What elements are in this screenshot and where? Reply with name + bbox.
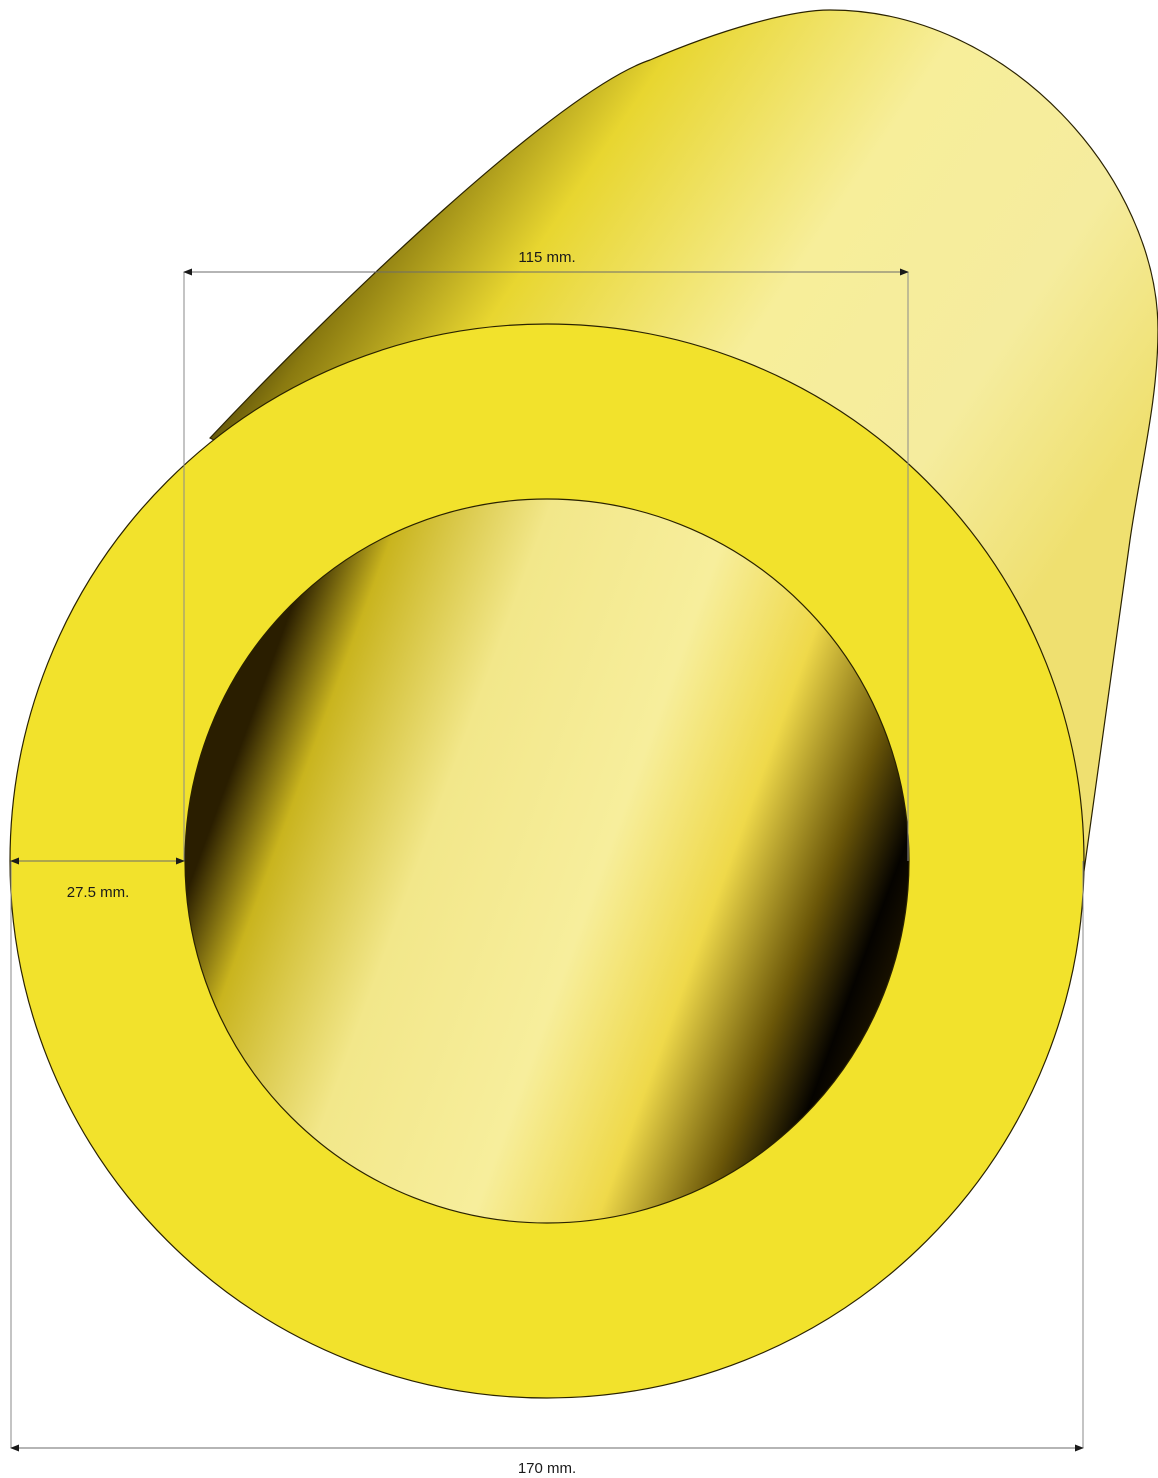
- wall-thickness-label: 27.5 mm.: [67, 884, 130, 901]
- inner-bore: [184, 498, 910, 1224]
- outer-diameter-label: 170 mm.: [518, 1460, 576, 1477]
- inner-diameter-label: 115 mm.: [518, 249, 575, 266]
